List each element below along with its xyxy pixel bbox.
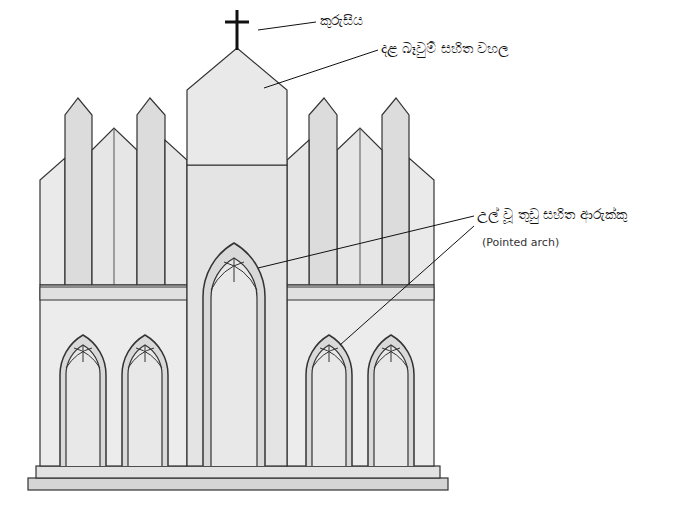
part-label: උල් වූ තුඩු සහිත ආරුක්කු	[477, 206, 627, 223]
part-label: දළ බෑවුම් සහිත වහල	[381, 40, 509, 57]
part-label: කුරුසිය	[320, 12, 363, 29]
english-label: (Pointed arch)	[482, 236, 559, 249]
